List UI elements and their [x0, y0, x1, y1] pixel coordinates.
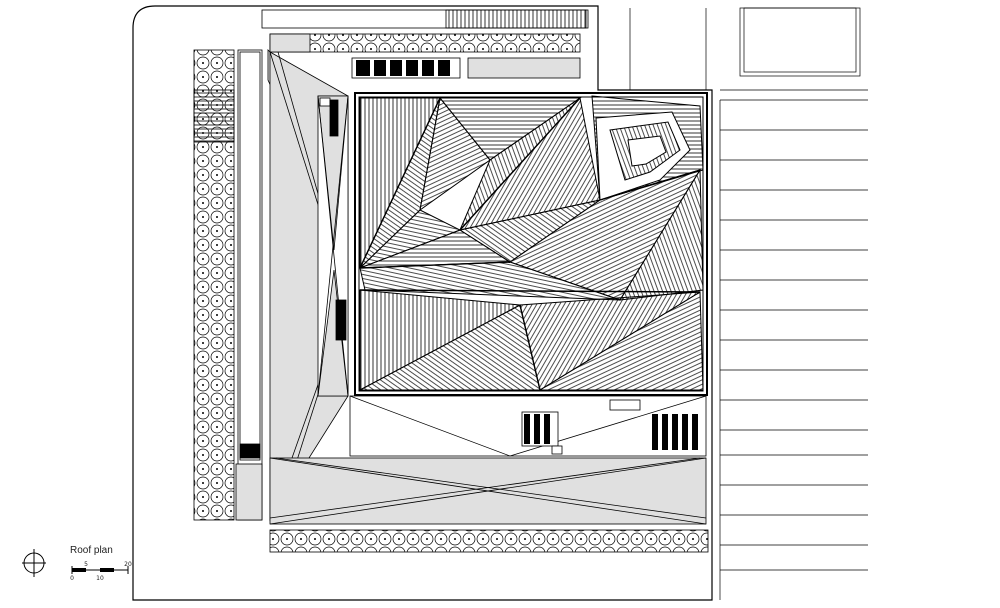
main-roof — [354, 92, 708, 396]
drawing-title: Roof plan — [70, 545, 113, 556]
left-tree-row — [193, 49, 263, 521]
dark-panels-top — [356, 60, 450, 76]
left-paved-area — [267, 49, 349, 522]
scale-tick-10: 10 — [96, 575, 104, 582]
neighbouring-buildings — [629, 7, 868, 600]
scale-tick-0: 0 — [70, 575, 74, 582]
scale-bar: 0 5 10 20 — [70, 561, 132, 582]
scale-tick-5: 5 — [84, 561, 88, 568]
north-arrow-icon — [22, 549, 46, 577]
bottom-area — [269, 395, 709, 553]
top-strip — [261, 9, 589, 79]
dark-panels-bottom — [524, 414, 698, 450]
scale-tick-20: 20 — [124, 561, 132, 568]
site-boundary — [132, 5, 713, 601]
